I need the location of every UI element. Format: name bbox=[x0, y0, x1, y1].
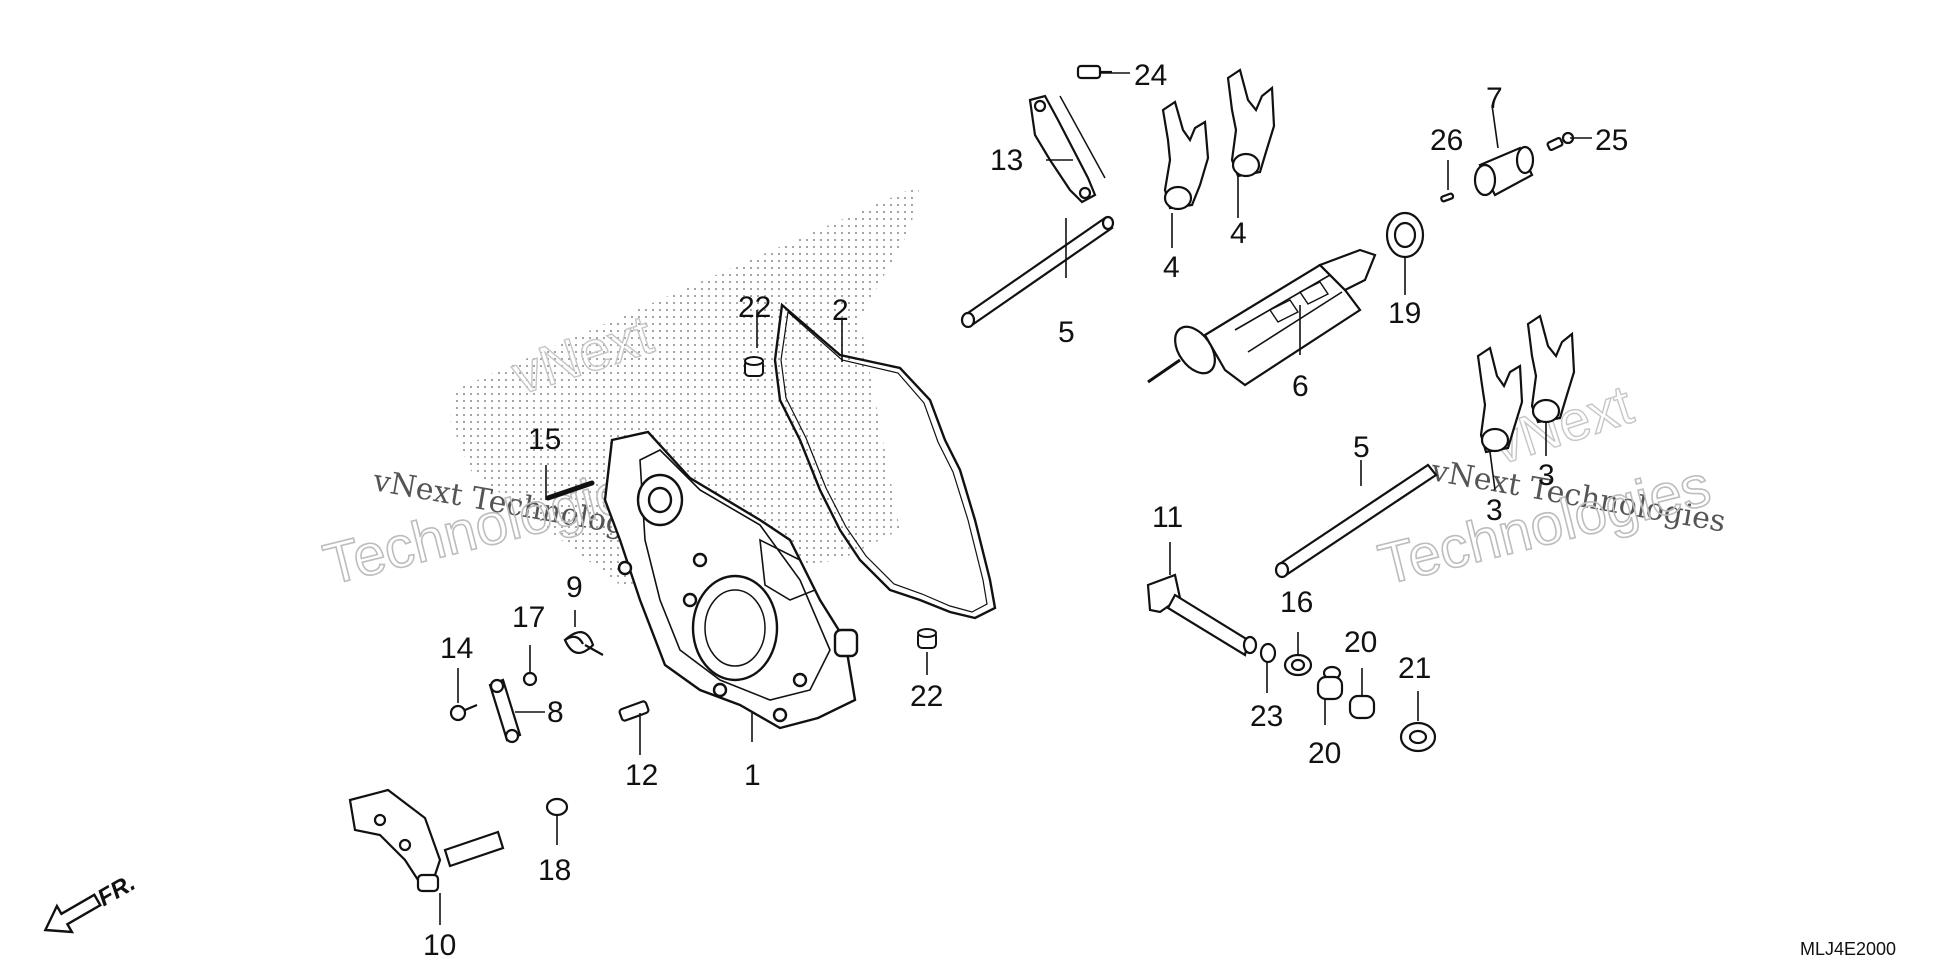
part-dowel-pin bbox=[744, 356, 937, 649]
callout-25: 25 bbox=[1595, 124, 1628, 157]
callout-4b: 4 bbox=[1230, 217, 1247, 250]
callout-23: 23 bbox=[1250, 700, 1283, 733]
part-washers bbox=[1283, 653, 1437, 753]
callout-20a: 20 bbox=[1344, 626, 1377, 659]
part-stopper-plate bbox=[1028, 64, 1112, 204]
part-gasket bbox=[773, 302, 997, 620]
part-small-parts bbox=[449, 480, 650, 817]
callout-10: 10 bbox=[423, 929, 456, 962]
callout-6: 6 bbox=[1292, 370, 1309, 403]
part-fork-shaft-lower bbox=[1274, 463, 1438, 579]
front-arrow-icon: FR. bbox=[43, 869, 140, 934]
callout-24: 24 bbox=[1134, 59, 1167, 92]
part-bearing-19 bbox=[1385, 211, 1425, 259]
callout-12: 12 bbox=[625, 759, 658, 792]
callout-14: 14 bbox=[440, 632, 473, 665]
callout-3a: 3 bbox=[1538, 459, 1555, 492]
callout-5b: 5 bbox=[1353, 431, 1370, 464]
part-shift-drum bbox=[1147, 248, 1377, 387]
part-gear-position-switch bbox=[1440, 131, 1575, 203]
callout-labels: 1 2 3 3 4 4 5 5 6 7 8 9 10 11 12 13 14 1… bbox=[423, 59, 1628, 962]
callout-2: 2 bbox=[832, 294, 849, 327]
callout-3b: 3 bbox=[1486, 494, 1503, 527]
part-fork-shaft-upper bbox=[960, 215, 1115, 329]
part-shift-fork-4 bbox=[1161, 68, 1276, 211]
callout-7: 7 bbox=[1486, 82, 1503, 115]
callout-11: 11 bbox=[1152, 501, 1183, 534]
callout-18: 18 bbox=[538, 854, 571, 887]
part-right-crankcase-cover bbox=[603, 430, 859, 730]
callout-9: 9 bbox=[566, 571, 583, 604]
callout-4a: 4 bbox=[1163, 251, 1180, 284]
callout-8: 8 bbox=[547, 696, 564, 729]
callout-26: 26 bbox=[1430, 124, 1463, 157]
part-shift-spindle bbox=[1146, 573, 1277, 664]
callout-5a: 5 bbox=[1058, 316, 1075, 349]
shading-region bbox=[450, 185, 920, 585]
part-shift-fork-3 bbox=[1476, 314, 1576, 454]
callout-21: 21 bbox=[1398, 652, 1431, 685]
diagram-code: MLJ4E2000 bbox=[1800, 939, 1896, 959]
leader-lines bbox=[439, 72, 1592, 925]
callout-16: 16 bbox=[1280, 586, 1313, 619]
callout-1: 1 bbox=[744, 759, 761, 792]
callout-22b: 22 bbox=[910, 680, 943, 713]
part-shift-arm bbox=[348, 788, 505, 893]
callout-15: 15 bbox=[528, 423, 561, 456]
callout-13: 13 bbox=[990, 144, 1023, 177]
callout-22a: 22 bbox=[738, 291, 771, 324]
callout-20b: 20 bbox=[1308, 737, 1341, 770]
callout-17: 17 bbox=[512, 601, 545, 634]
callout-19: 19 bbox=[1388, 297, 1421, 330]
